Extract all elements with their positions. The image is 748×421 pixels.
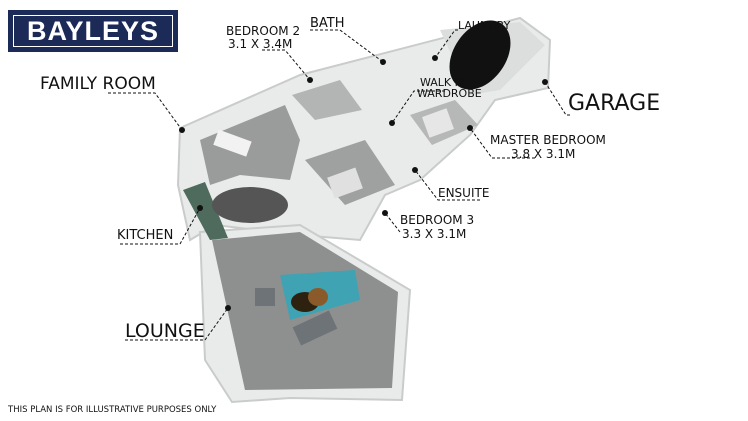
garage-label: GARAGE — [568, 91, 661, 116]
dining-table — [213, 129, 252, 157]
armchair — [255, 288, 275, 306]
lounge-label: LOUNGE — [125, 320, 205, 342]
walk-in-wardrobe-label-1: WALK IN — [420, 76, 467, 89]
bedroom3-size: 3.3 X 3.1M — [402, 227, 467, 241]
leader-lines — [108, 29, 570, 341]
furniture — [213, 20, 511, 346]
logo-text: BAYLEYS — [26, 15, 160, 46]
family-room-label: FAMILY ROOM — [40, 74, 156, 94]
walk-in-wardrobe-label-2: WARDROBE — [417, 87, 482, 100]
bedroom2-floor — [292, 80, 362, 120]
kitchen-label: KITCHEN — [117, 228, 174, 243]
bath-label: BATH — [310, 16, 345, 31]
bayleys-logo: BAYLEYS — [8, 10, 178, 52]
master-bedroom-size: 3.8 X 3.1M — [511, 147, 576, 161]
side-table — [308, 288, 328, 306]
bedroom2-size: 3.1 X 3.4M — [228, 37, 293, 51]
bed-master — [422, 108, 454, 138]
bedroom3-label: BEDROOM 3 — [400, 213, 475, 227]
ensuite-label: ENSUITE — [438, 186, 490, 200]
disclaimer: THIS PLAN IS FOR ILLUSTRATIVE PURPOSES O… — [8, 405, 217, 415]
kitchen-floor — [183, 182, 228, 240]
laundry-label: LAUNDRY — [458, 19, 511, 32]
kitchen-island — [212, 187, 288, 223]
leader-dots — [179, 55, 548, 311]
master-bedroom-label: MASTER BEDROOM — [490, 133, 606, 147]
car — [449, 20, 511, 90]
bedroom2-label: BEDROOM 2 — [226, 24, 301, 38]
bed-3 — [327, 167, 363, 199]
sofa — [292, 310, 338, 346]
